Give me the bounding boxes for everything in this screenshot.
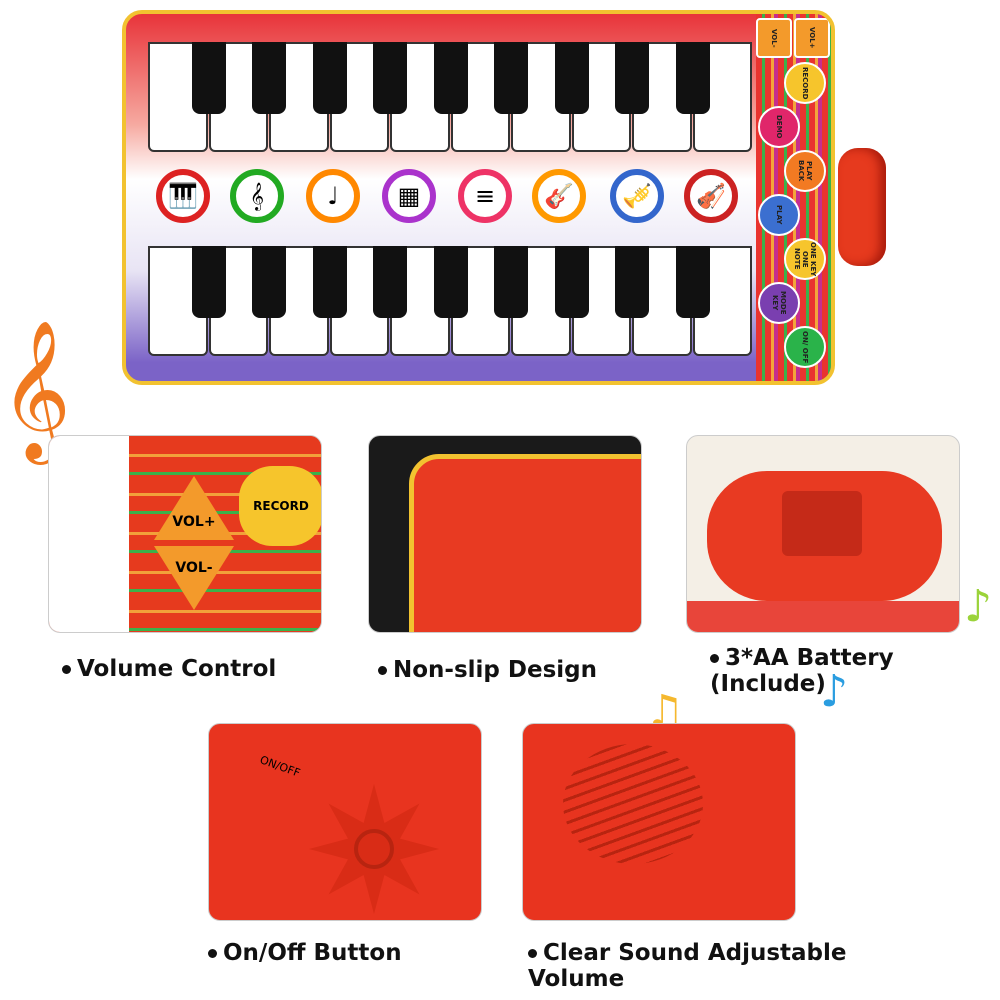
on-off-photo: ON/OFF [208, 723, 482, 921]
black-key[interactable] [433, 42, 468, 114]
feature-caption: Non-slip Design [378, 657, 597, 683]
violin-icon[interactable]: 🎻 [684, 169, 738, 223]
black-key[interactable] [494, 42, 528, 114]
play-button[interactable]: PLAY [758, 194, 800, 236]
control-strip: VOL- VOL+ RECORD DEMO PLAY BACK PLAY ONE… [756, 14, 831, 381]
flute-icon[interactable]: ♩ [306, 169, 360, 223]
black-key[interactable] [433, 246, 468, 318]
feature-caption: Volume Control [62, 656, 276, 682]
record-label: RECORD [239, 466, 321, 546]
feature-caption: 3*AA Battery (Include) [710, 645, 894, 697]
mode-key-button[interactable]: MODE KEY [758, 282, 800, 324]
feature-caption: Clear Sound Adjustable Volume [528, 940, 847, 992]
black-key[interactable] [615, 246, 649, 318]
battery-photo [686, 435, 960, 633]
xylophone-icon[interactable]: ≡ [458, 169, 512, 223]
on-off-label: ON/OFF [258, 753, 302, 780]
record-button[interactable]: RECORD [784, 62, 826, 104]
speaker-grille-icon [563, 744, 703, 864]
piano-icon[interactable]: 🎹 [156, 169, 210, 223]
black-key[interactable] [373, 42, 407, 114]
trumpet-icon[interactable]: 🎺 [610, 169, 664, 223]
volume-control-photo: VOL+ VOL- RECORD [48, 435, 322, 633]
black-key[interactable] [615, 42, 649, 114]
vol-up-button[interactable]: VOL+ [794, 18, 830, 58]
non-slip-photo [368, 435, 642, 633]
clarinet-icon[interactable]: 𝄞 [230, 169, 284, 223]
speaker-box [838, 148, 886, 266]
piano-mat: 🎹 𝄞 ♩ ▦ ≡ 🎸 🎺 🎻 VOL- VOL+ RECORD DEMO PL… [122, 10, 835, 385]
black-key[interactable] [252, 42, 286, 114]
guitar-icon[interactable]: 🎸 [532, 169, 586, 223]
black-key[interactable] [252, 246, 286, 318]
treble-clef-icon: 𝄞 [0, 320, 71, 459]
music-note-icon: ♪ [820, 666, 849, 717]
on-off-button[interactable]: ON/ OFF [784, 326, 826, 368]
one-key-one-note-button[interactable]: ONE KEY ONE NOTE [784, 238, 826, 280]
black-key[interactable] [494, 246, 528, 318]
black-key[interactable] [191, 246, 226, 318]
speaker-photo [522, 723, 796, 921]
feature-caption: On/Off Button [208, 940, 402, 966]
music-note-icon: ♪ [964, 581, 993, 632]
black-key[interactable] [312, 246, 347, 318]
vol-down-button[interactable]: VOL- [756, 18, 792, 58]
accordion-icon[interactable]: ▦ [382, 169, 436, 223]
black-key[interactable] [554, 42, 589, 114]
black-key[interactable] [554, 246, 589, 318]
black-key[interactable] [675, 246, 710, 318]
black-key[interactable] [373, 246, 407, 318]
black-key[interactable] [675, 42, 710, 114]
black-key[interactable] [312, 42, 347, 114]
playback-button[interactable]: PLAY BACK [784, 150, 826, 192]
black-key[interactable] [191, 42, 226, 114]
demo-button[interactable]: DEMO [758, 106, 800, 148]
